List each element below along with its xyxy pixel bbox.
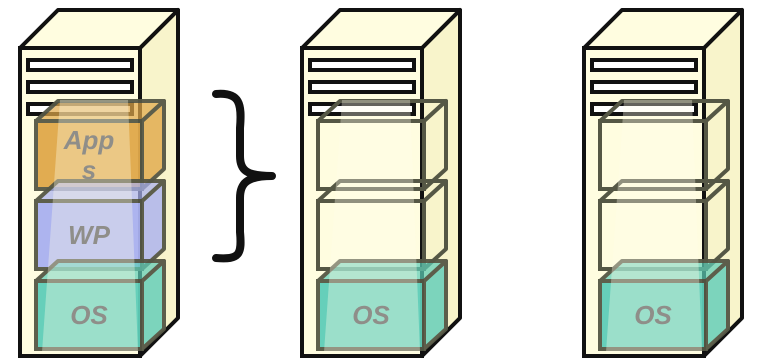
drive-bay-slot — [28, 60, 132, 70]
drive-bay-slot — [310, 82, 414, 92]
server-tower: OS — [584, 10, 742, 356]
drive-bay-slot — [28, 82, 132, 92]
drive-bay-slot — [592, 82, 696, 92]
curly-brace — [216, 94, 272, 259]
drive-bay-slot — [310, 60, 414, 70]
server-tower: OS — [302, 10, 460, 356]
drive-bay-slot — [592, 60, 696, 70]
